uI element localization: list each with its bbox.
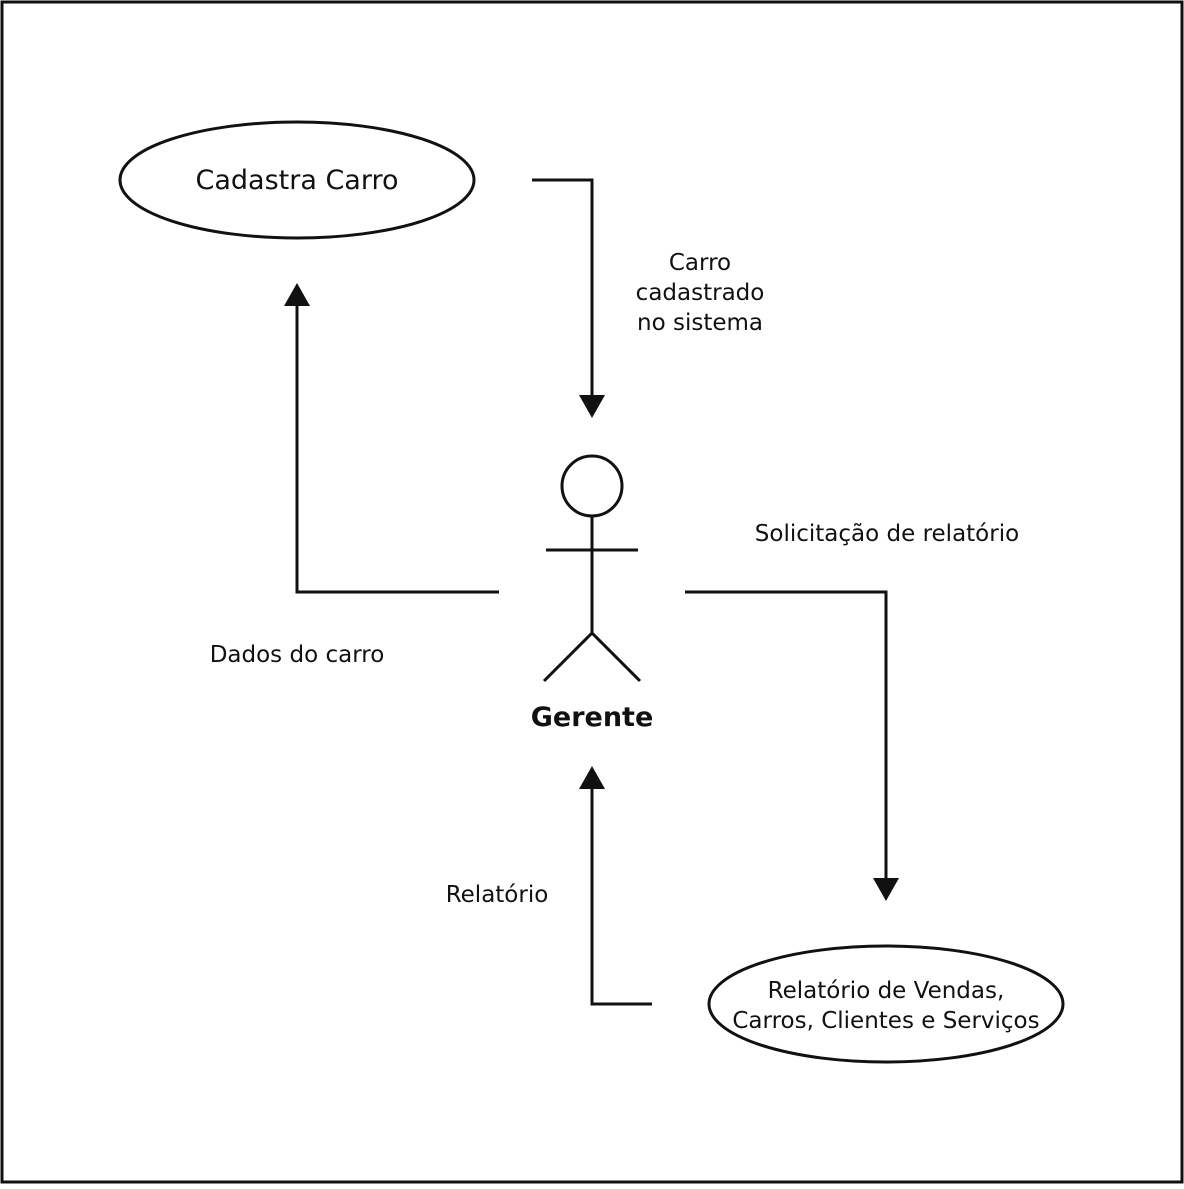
arrow-down-icon bbox=[873, 878, 899, 901]
actor-name: Gerente bbox=[531, 702, 654, 733]
flow-label: Relatório bbox=[446, 882, 549, 908]
arrow-up-icon bbox=[284, 283, 310, 306]
use-case-label: Cadastra Carro bbox=[195, 165, 398, 196]
flow-line bbox=[295, 306, 499, 594]
use-case-ellipse bbox=[707, 944, 1065, 1064]
arrow-up-icon bbox=[579, 766, 605, 789]
actor-gerente: Gerente bbox=[531, 454, 654, 733]
stick-figure-icon bbox=[542, 454, 642, 683]
arrow-down-icon bbox=[579, 395, 605, 418]
use-case-label-line-1: Relatório de Vendas, bbox=[768, 978, 1005, 1004]
flow-label-line-3: no sistema bbox=[637, 310, 763, 336]
flow-carro-cadastrado: Carro cadastrado no sistema bbox=[532, 178, 765, 418]
use-case-cadastra-carro: Cadastra Carro bbox=[118, 120, 476, 240]
flow-line bbox=[590, 789, 652, 1006]
flow-solicitacao-de-relatorio: Solicitação de relatório bbox=[685, 521, 1019, 901]
flow-line bbox=[532, 178, 594, 395]
flow-label: Solicitação de relatório bbox=[755, 521, 1019, 547]
flow-relatorio: Relatório bbox=[446, 766, 652, 1006]
use-case-relatorio: Relatório de Vendas, Carros, Clientes e … bbox=[707, 944, 1065, 1064]
flow-label-line-2: cadastrado bbox=[636, 280, 765, 306]
flow-line bbox=[685, 590, 888, 878]
flow-label-line-1: Carro bbox=[669, 250, 731, 276]
flow-label: Dados do carro bbox=[210, 642, 385, 668]
flow-dados-do-carro: Dados do carro bbox=[210, 283, 499, 668]
use-case-label-line-2: Carros, Clientes e Serviços bbox=[732, 1008, 1039, 1034]
use-case-ellipse bbox=[118, 120, 476, 240]
